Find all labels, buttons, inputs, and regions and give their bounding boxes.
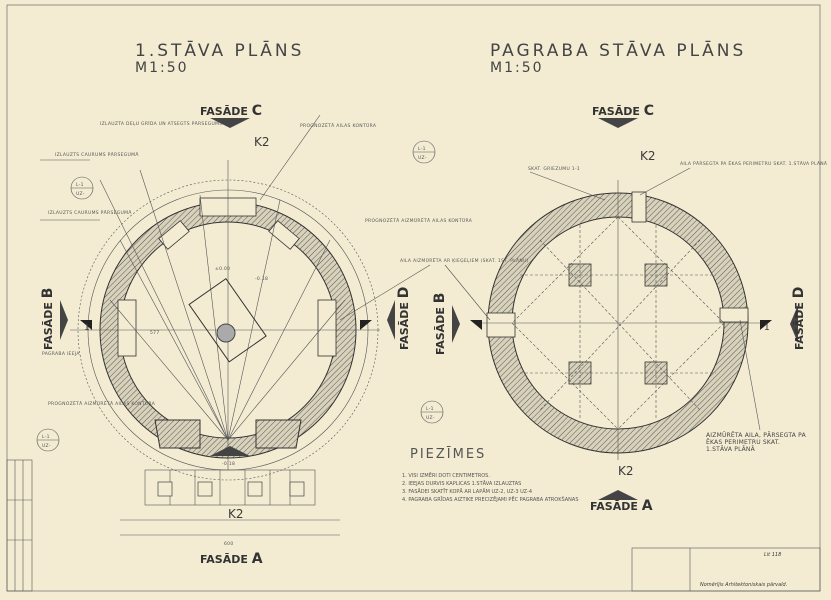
callout: SKAT. GRIEZUMU 1-1: [528, 166, 580, 172]
left-section-side: 1: [84, 323, 90, 333]
left-plan: [40, 114, 431, 536]
dim: 577: [150, 330, 160, 336]
note-item: 1. VISI IZMĒRI DOTI CENTIMETROS.: [402, 472, 490, 479]
title-block: [631, 547, 821, 592]
mark-label: UZ-: [418, 155, 427, 161]
left-plan-title: 1.STĀVA PLĀNS: [135, 39, 304, 61]
mark-label: L-1: [418, 146, 426, 152]
callout-bricked-opening: AIZMŪRĒTA AILA, PĀRSEGTA PA ĒKAS PERIMET…: [706, 432, 806, 453]
right-section-bottom: K2: [618, 464, 634, 478]
signature: Nomērījis Arhitektoniskais pārvald.: [700, 582, 787, 588]
right-facade-b: FASĀDE B: [432, 293, 448, 355]
left-facade-a: FASĀDE A: [200, 551, 263, 567]
mark-label: L-1: [76, 182, 84, 188]
note-item: 4. PAGRABA GRĪDAS AIZTIKE PRECIZĒJAMI PĒ…: [402, 496, 579, 503]
mark-label: L-1: [426, 406, 434, 412]
sheet-border: [6, 4, 821, 592]
mark-label: UZ-: [426, 415, 435, 421]
dim: -0.18: [222, 461, 235, 467]
right-facade-d: FASĀDE D: [791, 287, 807, 350]
note-item: 3. FASĀDEI SKATĪT KOPĀ AR LAPĀM UZ-2, UZ…: [402, 488, 532, 495]
mark-label: UZ-: [42, 443, 51, 449]
right-facade-c: FASĀDE C: [592, 103, 654, 119]
side-stamp: [6, 459, 33, 592]
right-section-side: 1: [764, 323, 770, 333]
callout: PAGRABA IEEJA: [42, 351, 80, 357]
side-stamp-lines: [7, 460, 32, 591]
dim: ±0.00: [215, 266, 230, 272]
left-section-bottom: K2: [228, 507, 244, 521]
callout: PROGNOZĒTĀ AIZMŪRĒTĀ AILAS KONTŪRA: [48, 400, 156, 407]
callout: PROGNOZĒTĀ AILAS KONTŪRA: [300, 122, 377, 129]
left-facade-b: FASĀDE B: [40, 288, 56, 350]
dim: -0.18: [255, 276, 268, 282]
callout: PROGNOZĒTĀ AIZMŪRĒTĀ AILAS KONTŪRA: [365, 217, 473, 224]
right-plan-title: PAGRABA STĀVA PLĀNS: [490, 39, 746, 61]
sheet-number: Lit 118: [764, 552, 781, 558]
callout: IZLAUZTS CAURUMS PĀRSEGUMĀ: [55, 151, 139, 158]
right-plan-scale: M1:50: [490, 60, 544, 76]
callout: IZLAUZTA DEĻU GRĪDA UN ATSEGTS PĀRSEGUMS: [100, 120, 222, 127]
callout: AILA AIZMŪRĒTA AR ĶIEĢEĻIEM (SKAT. 1ST. …: [400, 257, 529, 264]
mark-label: UZ-: [76, 191, 85, 197]
right-plan: [444, 118, 798, 500]
left-plan-scale: M1:50: [135, 60, 189, 76]
section-marks: [36, 140, 444, 452]
note-item: 2. IEEJAS DURVIS KAPLICAS 1.STĀVA IZLAUZ…: [402, 480, 521, 487]
mark-label: L-1: [42, 434, 50, 440]
right-facade-a: FASĀDE A: [590, 498, 653, 514]
callout: IZLAUZTS CAURUMS PĀRSEGUMĀ: [48, 209, 132, 216]
notes-heading: PIEZĪMES: [410, 447, 486, 462]
callout: AILA PĀRSEGTA PA ĒKAS PERIMETRU SKAT. 1.…: [680, 160, 828, 167]
left-facade-c: FASĀDE C: [200, 103, 262, 119]
dim: 600: [224, 541, 234, 547]
right-section-top: K2: [640, 149, 656, 163]
left-section-top: K2: [254, 135, 270, 149]
left-facade-d: FASĀDE D: [396, 287, 412, 350]
